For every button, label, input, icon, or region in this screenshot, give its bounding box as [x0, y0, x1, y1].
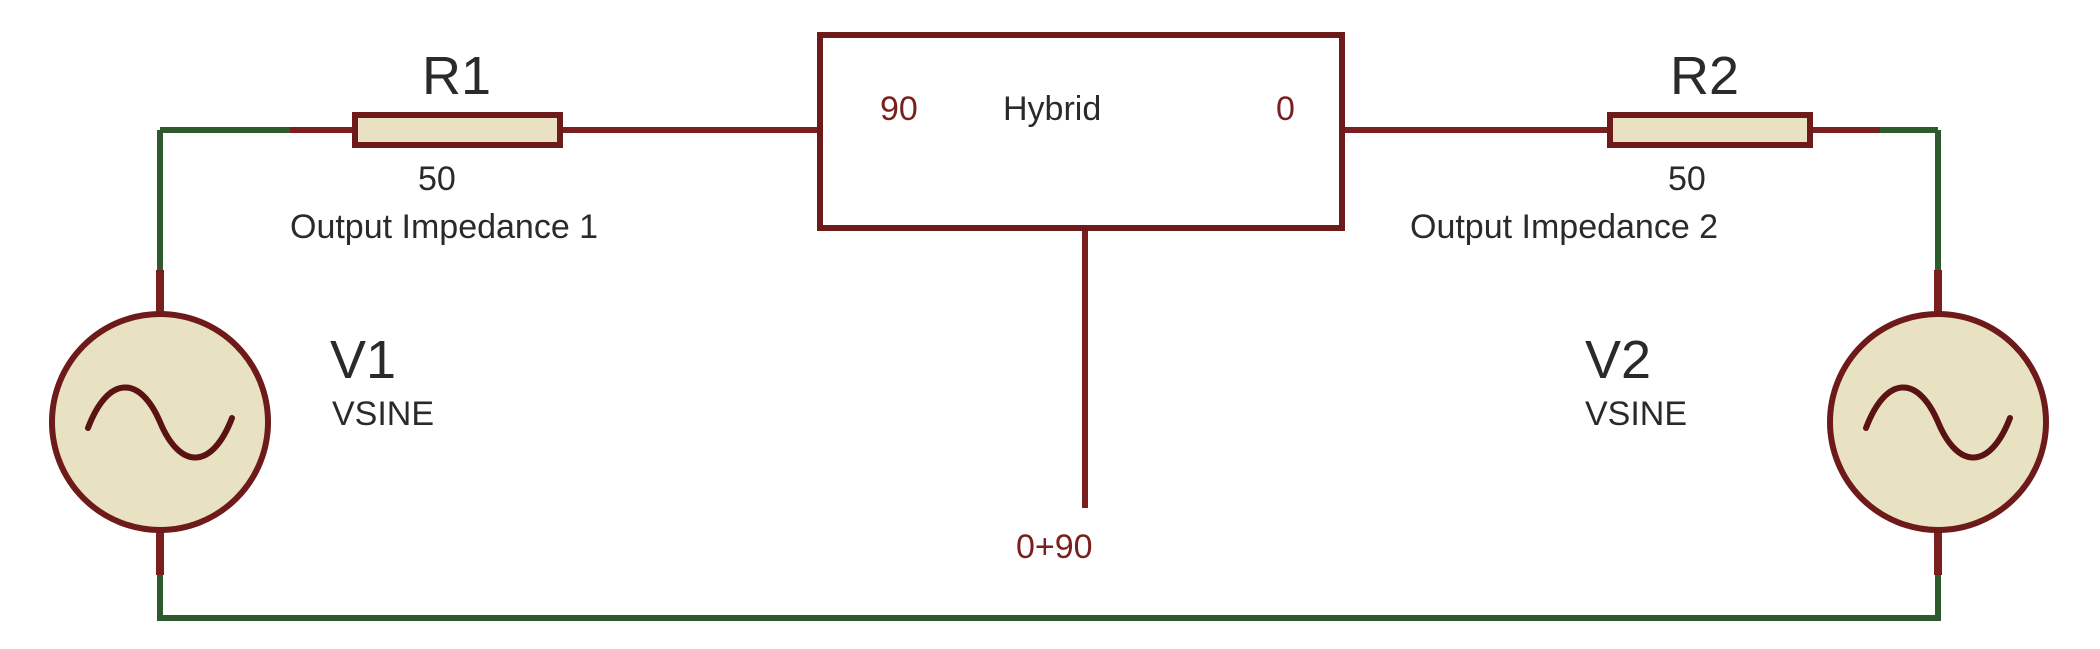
sine-wave-icon [1863, 384, 2013, 461]
v1-ref-label: V1 [330, 330, 396, 390]
hybrid-port-bottom-label: 0+90 [1016, 528, 1093, 566]
r2-ref-label: R2 [1670, 46, 1739, 106]
hybrid-title-label: Hybrid [1003, 90, 1101, 128]
sine-wave-icon [85, 384, 235, 461]
r1-desc-label: Output Impedance 1 [290, 208, 598, 246]
r1-value-label: 50 [418, 160, 456, 198]
r2-desc-label: Output Impedance 2 [1410, 208, 1718, 246]
resistor-r1 [352, 112, 563, 148]
hybrid-port-right-label: 0 [1276, 90, 1295, 128]
hybrid-port-left-label: 90 [880, 90, 918, 128]
resistor-r2 [1607, 112, 1813, 148]
r2-value-label: 50 [1668, 160, 1706, 198]
v2-ref-label: V2 [1585, 330, 1651, 390]
r1-ref-label: R1 [422, 46, 491, 106]
v1-type-label: VSINE [332, 395, 434, 433]
v2-type-label: VSINE [1585, 395, 1687, 433]
hybrid-block [817, 32, 1345, 231]
